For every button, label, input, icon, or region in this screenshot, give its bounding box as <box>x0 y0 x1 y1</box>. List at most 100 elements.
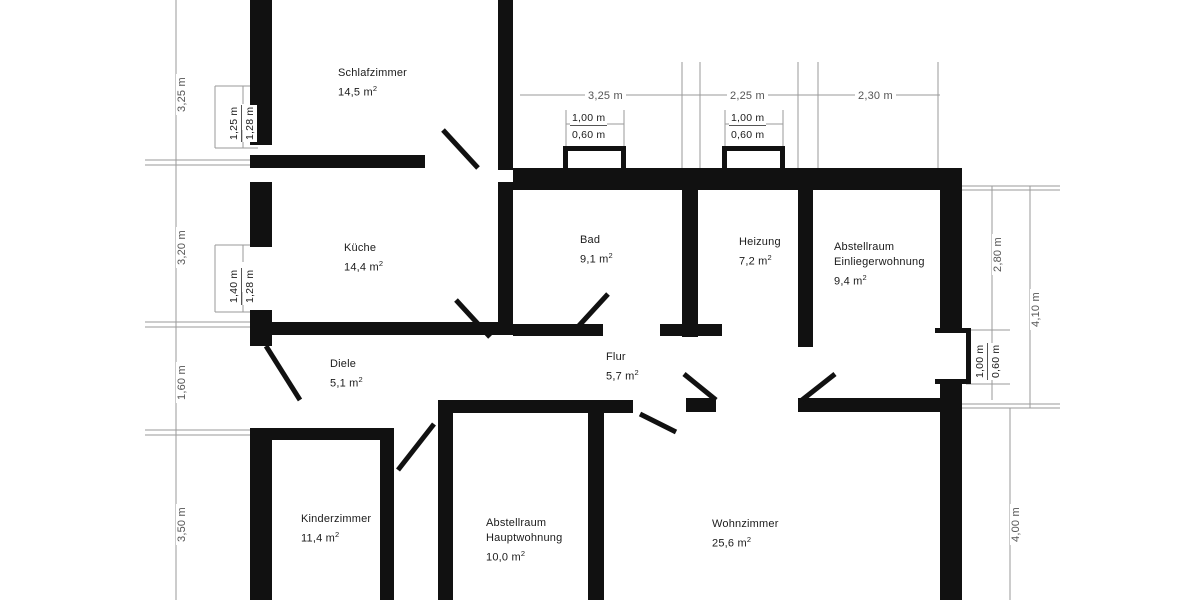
wall-heizung-abstellraum <box>798 182 813 347</box>
room-area: 9,4 m2 <box>834 273 867 288</box>
door-swings <box>263 128 837 472</box>
dimension-right-4-10: 4,10 m <box>1030 289 1042 330</box>
wall-heizung-bottom <box>660 324 722 336</box>
walls <box>250 0 971 600</box>
room-name-second-line: Einliegerwohnung <box>834 256 925 268</box>
wall-exterior-right-top <box>940 168 962 328</box>
room-area-value: 7,2 m <box>739 255 768 268</box>
opening-top-left-width: 1,00 m <box>570 111 608 126</box>
door-swing-diele <box>263 344 303 402</box>
window-frame-top-right-side-b <box>780 146 785 188</box>
room-area: 25,6 m2 <box>712 535 752 550</box>
room-area: 10,0 m2 <box>486 549 526 564</box>
room-label-wohnzimmer: Wohnzimmer 25,6 m2 <box>712 517 779 552</box>
wall-kueche-diele <box>250 322 450 335</box>
room-area: 11,4 m2 <box>301 530 340 545</box>
door-swing-bad <box>573 292 610 332</box>
window-frame-right-outer <box>966 328 971 384</box>
dimension-left-3-25: 3,25 m <box>176 74 188 115</box>
room-area: 14,5 m2 <box>338 84 378 99</box>
window-frame-top-left-outer <box>563 146 626 151</box>
wall-diele-kinderzimmer <box>250 428 390 440</box>
window-frame-top-left-side-b <box>621 146 626 188</box>
window-frame-top-right-outer <box>722 146 785 151</box>
wall-top-band-b <box>623 168 783 190</box>
room-area: 9,1 m2 <box>580 251 613 266</box>
wall-kinderzimmer-right <box>380 428 394 600</box>
wall-top-band-c <box>783 168 955 190</box>
room-name-second-line: Hauptwohnung <box>486 532 563 544</box>
room-label-abstellraum-einliegerwohnung: Abstellraum Einliegerwohnung 9,4 m2 <box>834 240 925 290</box>
room-area-value: 11,4 m <box>301 532 336 545</box>
dimension-top-3-25: 3,25 m <box>585 90 626 102</box>
room-name: Diele <box>330 358 357 370</box>
dimension-right-4-00: 4,00 m <box>1010 504 1022 545</box>
opening-top-right-width: 1,00 m <box>729 111 767 126</box>
opening-left-upper-width: 1,25 m <box>227 104 242 142</box>
room-label-kinderzimmer: Kinderzimmer 11,4 m2 <box>301 512 371 547</box>
wall-flur-bottom-a <box>438 400 633 413</box>
wall-bad-bottom-b <box>513 324 603 336</box>
door-swing-flur-b <box>638 411 678 435</box>
opening-top-left-height: 0,60 m <box>570 128 608 142</box>
door-swing-schlafzimmer <box>441 128 480 170</box>
room-name: Heizung <box>739 236 781 248</box>
dimension-left-3-20: 3,20 m <box>176 227 188 268</box>
room-name: Wohnzimmer <box>712 518 779 530</box>
wall-abstellraum-left <box>438 400 453 600</box>
opening-right-height: 0,60 m <box>989 342 1003 380</box>
room-area-value: 10,0 m <box>486 551 521 564</box>
opening-left-lower-width: 1,40 m <box>227 267 242 305</box>
door-swing-kueche <box>454 298 492 339</box>
wall-exterior-left-mid <box>250 182 272 247</box>
wall-flur-bottom-c <box>798 398 943 412</box>
room-label-abstellraum-hauptwohnung: Abstellraum Hauptwohnung 10,0 m2 <box>486 516 562 566</box>
wall-flur-bottom-stub <box>700 398 716 412</box>
room-name: Flur <box>606 351 626 363</box>
wall-abstellraum-right <box>588 400 604 600</box>
room-name: Kinderzimmer <box>301 513 372 525</box>
wall-bad-left <box>498 182 513 332</box>
room-area-value: 14,4 m <box>344 261 379 274</box>
room-name: Küche <box>344 242 377 254</box>
opening-left-upper-height: 1,28 m <box>243 104 257 142</box>
door-swing-flur-a <box>682 372 718 402</box>
dimension-left-1-60: 1,60 m <box>176 362 188 403</box>
room-label-schlafzimmer: Schlafzimmer 14,5 m2 <box>338 66 407 101</box>
window-frame-top-right-side-a <box>722 146 727 188</box>
room-name: Abstellraum <box>834 241 895 253</box>
dimension-left-3-50: 3,50 m <box>176 504 188 545</box>
room-label-kueche: Küche 14,4 m2 <box>344 241 383 276</box>
dimension-top-2-25: 2,25 m <box>727 90 768 102</box>
wall-schlafzimmer-kueche <box>250 155 425 168</box>
room-area: 5,1 m2 <box>330 375 363 390</box>
wall-bad-heizung <box>682 182 698 337</box>
room-area-value: 14,5 m <box>338 86 373 99</box>
room-label-diele: Diele 5,1 m2 <box>330 357 363 392</box>
window-frame-right-a <box>935 328 971 333</box>
opening-right-width: 1,00 m <box>973 342 988 380</box>
room-area-value: 5,7 m <box>606 370 635 383</box>
room-area-value: 9,1 m <box>580 253 609 266</box>
wall-exterior-right-bottom <box>940 382 962 600</box>
dimension-right-2-80: 2,80 m <box>992 234 1004 275</box>
room-name: Schlafzimmer <box>338 67 408 79</box>
opening-top-right-height: 0,60 m <box>729 128 767 142</box>
door-swing-abstellraum-einlieger <box>800 372 837 402</box>
room-label-bad: Bad 9,1 m2 <box>580 233 613 268</box>
room-area-value: 5,1 m <box>330 377 359 390</box>
room-name: Bad <box>580 234 601 246</box>
room-label-flur: Flur 5,7 m2 <box>606 350 639 385</box>
room-area-value: 9,4 m <box>834 275 863 288</box>
wall-central-vertical-top <box>498 0 513 170</box>
dimension-top-2-30: 2,30 m <box>855 90 896 102</box>
window-frame-right-b <box>935 379 971 384</box>
room-label-heizung: Heizung 7,2 m2 <box>739 235 781 270</box>
room-area: 5,7 m2 <box>606 368 639 383</box>
room-area-value: 25,6 m <box>712 537 747 550</box>
opening-left-lower-height: 1,28 m <box>243 267 257 305</box>
wall-exterior-left-bottom <box>250 428 272 600</box>
room-area: 7,2 m2 <box>739 253 772 268</box>
